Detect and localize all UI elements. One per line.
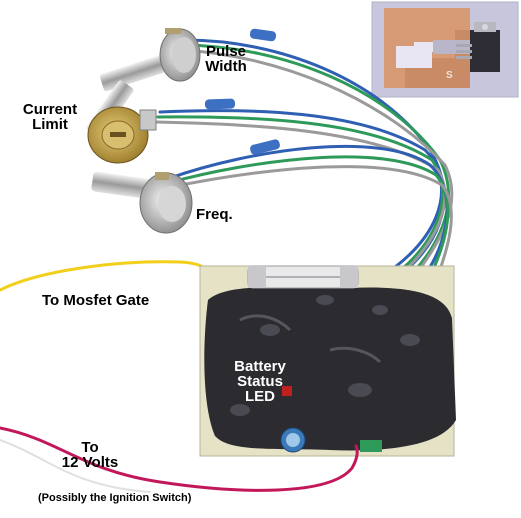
potted-circuit-board: [199, 265, 456, 457]
control-wires: [154, 38, 454, 298]
twelve-volts-label-line2: 12 Volts: [61, 454, 119, 471]
transistor-inset-photo: [371, 1, 519, 98]
twelve-volts-label: To 12 Volts: [50, 440, 130, 470]
battery-status-label-line3: LED: [245, 388, 275, 405]
inset-pad-letter: S: [446, 70, 453, 81]
pulse-width-potentiometer: [99, 28, 201, 92]
mosfet-gate-wire: [0, 260, 217, 292]
current-limit-potentiometer: [86, 80, 157, 164]
current-limit-label-line1: Current: [22, 101, 78, 118]
twelve-volt-wire: [0, 426, 359, 492]
battery-status-led-label: Battery Status LED: [222, 359, 298, 404]
battery-status-label-line1: Battery: [234, 358, 286, 375]
mosfet-gate-label: To Mosfet Gate: [42, 292, 150, 309]
twelve-volts-label-line1: To: [81, 439, 99, 456]
pulse-width-label-line2: Width: [205, 58, 247, 75]
frequency-potentiometer: [91, 171, 193, 234]
ignition-note-label: (Possibly the Ignition Switch): [38, 492, 192, 504]
current-limit-label-line2: Limit: [32, 116, 68, 133]
pulse-width-label-line1: Pulse: [205, 43, 247, 60]
battery-status-label-line2: Status: [237, 373, 283, 390]
current-limit-label: Current Limit: [18, 102, 82, 132]
pulse-width-label: Pulse Width: [196, 44, 256, 74]
freq-label: Freq.: [196, 206, 233, 223]
